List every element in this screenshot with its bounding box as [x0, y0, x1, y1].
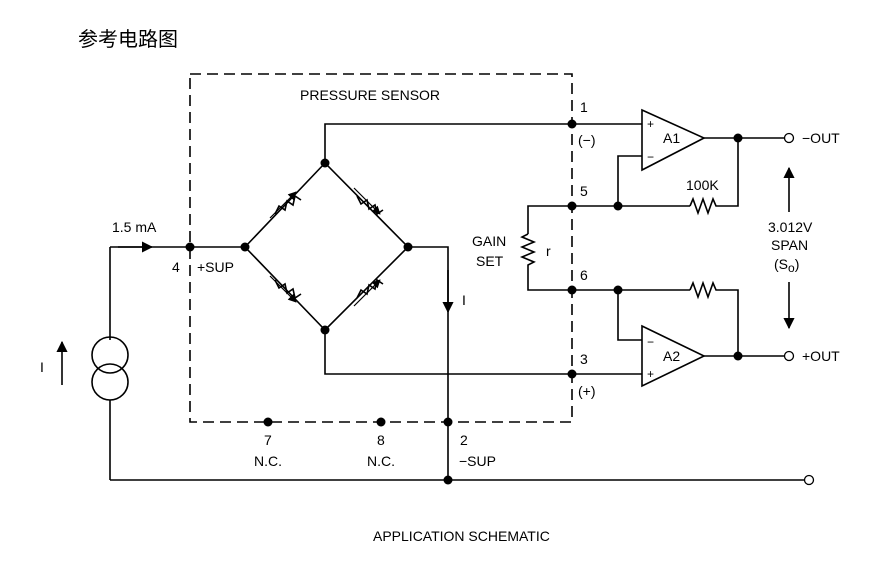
gain-set-line2: SET: [476, 253, 504, 269]
pin-1-number: 1: [580, 99, 588, 115]
pin-2-name: −SUP: [459, 453, 496, 469]
pin-8-name: N.C.: [367, 453, 395, 469]
a2-plus: +: [647, 367, 654, 381]
pin-8-number: 8: [377, 432, 385, 448]
ground-terminal: [803, 474, 815, 486]
op-amp-a1: [641, 108, 706, 172]
a1-label: A1: [663, 130, 680, 146]
feedback-resistor-top: [689, 196, 718, 216]
gain-set-line1: GAIN: [472, 233, 506, 249]
current-source: [91, 336, 129, 401]
pin-2-number: 2: [460, 432, 468, 448]
caption: APPLICATION SCHEMATIC: [373, 528, 550, 544]
span-value: 3.012V: [768, 219, 813, 235]
pin-7-name: N.C.: [254, 453, 282, 469]
neg-out-label: −OUT: [802, 130, 840, 146]
bridge-current-symbol: I: [462, 292, 466, 308]
sensor-label: PRESSURE SENSOR: [300, 87, 440, 103]
feedback-resistor-bottom: [689, 280, 718, 300]
a1-minus: −: [647, 150, 654, 164]
a2-minus: −: [647, 335, 654, 349]
wheatstone-bridge: [240, 158, 413, 335]
gain-set-resistor: [519, 233, 537, 268]
a1-plus: +: [647, 117, 654, 131]
a2-label: A2: [663, 348, 680, 364]
feedback-resistor-label: 100K: [686, 177, 719, 193]
gain-resistor-label: r: [546, 243, 551, 259]
current-symbol: I: [40, 359, 44, 375]
pin-1-sign: (−): [578, 132, 596, 148]
span-label: SPAN: [771, 237, 808, 253]
op-amp-a2: [641, 324, 706, 388]
pos-out-label: +OUT: [802, 348, 840, 364]
piezoresistor-lr: [356, 278, 384, 299]
page-title: 参考电路图: [78, 27, 178, 51]
span-symbol: (So): [774, 256, 799, 275]
pin-3-number: 3: [580, 351, 588, 367]
junctions: [185, 119, 743, 485]
pin-6-number: 6: [580, 267, 588, 283]
wires: [109, 123, 805, 481]
neg-out-terminal: [783, 132, 795, 144]
pin-5-number: 5: [580, 183, 588, 199]
current-value-label: 1.5 mA: [112, 219, 157, 235]
pin-7-number: 7: [264, 432, 272, 448]
pin-4-number: 4: [172, 259, 180, 275]
pos-out-terminal: [783, 350, 795, 362]
pin-4-name: +SUP: [197, 259, 234, 275]
pin-3-sign: (+): [578, 383, 596, 399]
